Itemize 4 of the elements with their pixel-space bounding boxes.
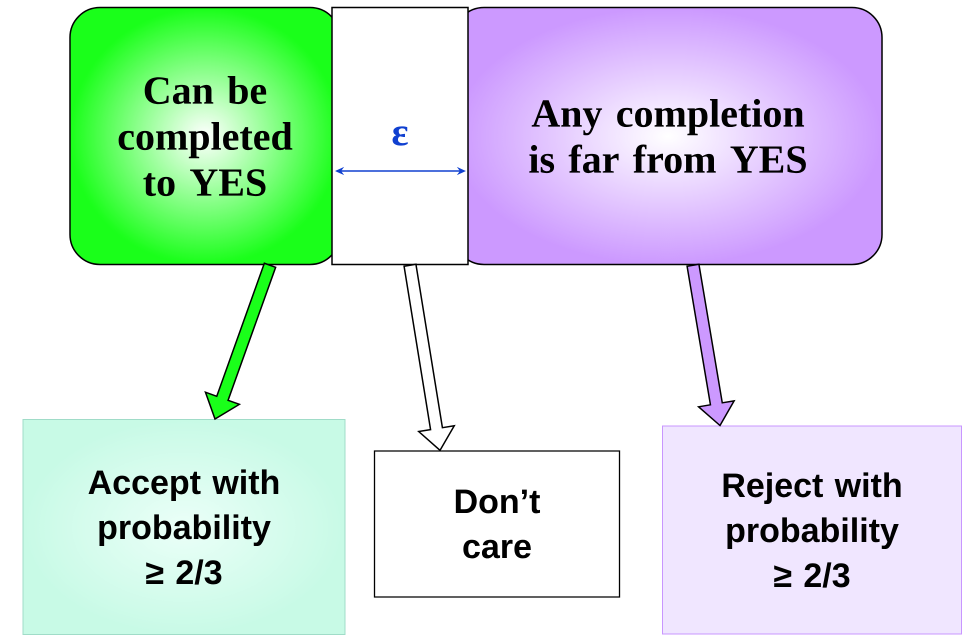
result-box: Accept with probability ≥ 2/3 [22, 419, 346, 635]
result-box: Reject with probability ≥ 2/3 [662, 426, 962, 634]
gap-box: ε [331, 6, 469, 266]
result-box: Don’t care [374, 450, 620, 598]
